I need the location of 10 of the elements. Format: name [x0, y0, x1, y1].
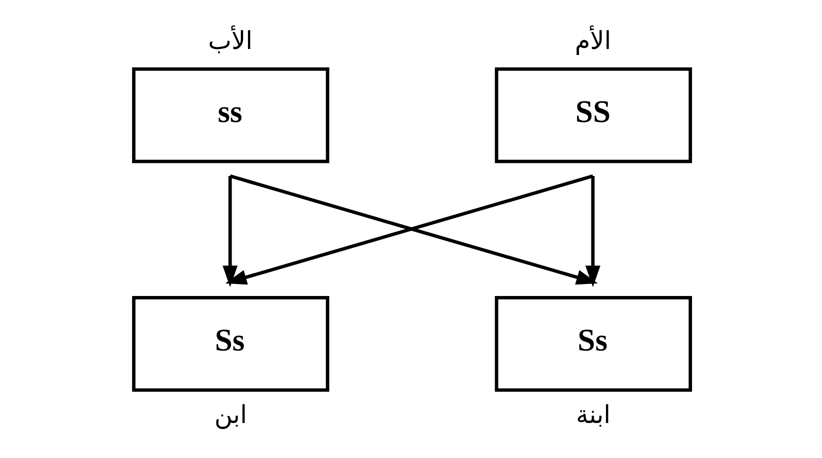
- node-box: Ss: [132, 296, 329, 392]
- node-label: الأم: [574, 26, 611, 55]
- arrow: [222, 176, 238, 288]
- node-box: Ss: [494, 296, 692, 392]
- node-box: ss: [132, 67, 329, 164]
- node-label: ابنة: [575, 400, 610, 429]
- node-label: الأب: [208, 26, 252, 55]
- node-box: SS: [494, 67, 692, 164]
- arrow: [584, 176, 600, 288]
- node-label: ابن: [214, 400, 246, 429]
